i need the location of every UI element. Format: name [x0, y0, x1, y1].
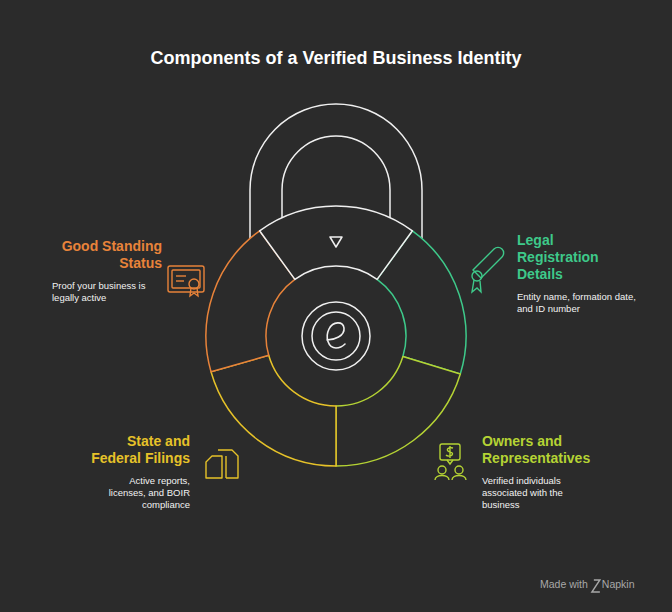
component-group: Owners and RepresentativesVerified indiv… — [482, 433, 622, 511]
lock-segments — [206, 206, 466, 466]
component-heading: State and Federal Filings — [80, 433, 190, 467]
people-icon — [435, 444, 466, 480]
component-description: Active reports, licenses, and BOIR compl… — [90, 475, 190, 511]
component-heading: Owners and Representatives — [482, 433, 600, 467]
diploma-icon — [472, 247, 504, 292]
component-group: State and Federal FilingsActive reports,… — [70, 433, 190, 511]
lock-segment — [260, 206, 413, 279]
documents-icon — [206, 450, 238, 478]
component-description: Proof your business is legally active — [52, 280, 162, 304]
component-heading: Good Standing Status — [58, 238, 162, 272]
napkin-icon — [592, 580, 600, 592]
watermark-text: Napkin — [602, 578, 635, 590]
component-group: Legal Registration DetailsEntity name, f… — [517, 232, 657, 315]
triangle-marker — [330, 237, 342, 247]
center-circle — [302, 302, 370, 370]
center-ring — [312, 312, 360, 360]
component-description: Verified individuals associated with the… — [482, 475, 590, 511]
component-description: Entity name, formation date, and ID numb… — [517, 291, 642, 315]
component-heading: Legal Registration Details — [517, 232, 613, 283]
lock-segment — [336, 357, 460, 467]
certificate-icon — [168, 266, 204, 296]
diagram-title: Components of a Verified Business Identi… — [0, 48, 672, 69]
component-group: Good Standing StatusProof your business … — [52, 238, 162, 304]
e-logo — [327, 323, 345, 348]
watermark-text: Made with — [540, 578, 588, 590]
